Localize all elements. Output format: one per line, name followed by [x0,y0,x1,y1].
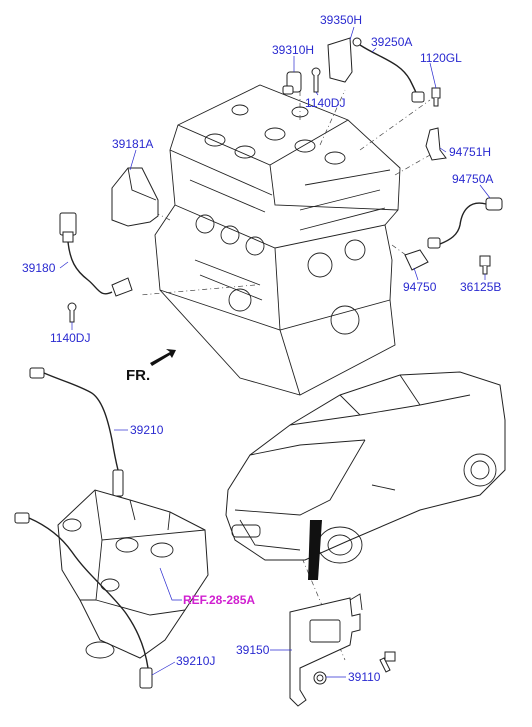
crank-sensor-39180 [59,212,133,297]
exhaust-manifold [57,489,209,659]
label-leaders [59,26,491,678]
bolt-36125b [479,255,491,275]
oxygen-sensor-39210j [14,512,153,689]
label-1140dj-top: 1140DJ [305,96,345,110]
reference-label: REF.28-285A [183,593,255,607]
label-1120gl: 1120GL [420,51,462,65]
bolt-1120gl [431,87,441,107]
label-39210j: 39210J [176,654,215,668]
label-39110: 39110 [348,670,381,684]
label-36125b: 36125B [460,280,501,294]
label-39150: 39150 [236,643,270,657]
bolt-1140dj-left [67,302,77,323]
label-39181a: 39181A [112,137,153,151]
label-94751h: 94751H [449,145,491,159]
label-39180: 39180 [22,261,56,275]
label-1140dj-left: 1140DJ [50,331,90,345]
engine-block [154,84,401,396]
front-marker-label: FR. [126,367,150,384]
ecu-bracket-39150 [289,593,363,707]
heat-shield-39181a [111,167,159,227]
sensor-94750 [404,249,429,271]
bolt-39110 [313,671,327,685]
front-direction-arrow: FR. [126,349,176,384]
bracket-39350h [327,37,353,83]
car-illustration [225,371,506,580]
label-94750: 94750 [403,280,437,294]
label-94750a: 94750A [452,172,493,186]
oxygen-sensor-39210 [29,367,124,505]
part-labels: 39350H 39310H 39250A 1120GL 1140DJ 39181… [22,13,501,684]
label-39250a: 39250A [371,35,412,49]
label-39350h: 39350H [320,13,362,27]
bolt-ecu-bracket [379,651,396,673]
sensor-94750a [427,197,503,249]
label-39310h: 39310H [272,43,314,57]
label-39210: 39210 [130,423,164,437]
bracket-94751h [425,127,447,161]
cam-sensor-39310h [282,71,302,95]
bolt-1140dj-top [311,67,321,93]
knock-sensor-wire-39250a [352,37,425,103]
